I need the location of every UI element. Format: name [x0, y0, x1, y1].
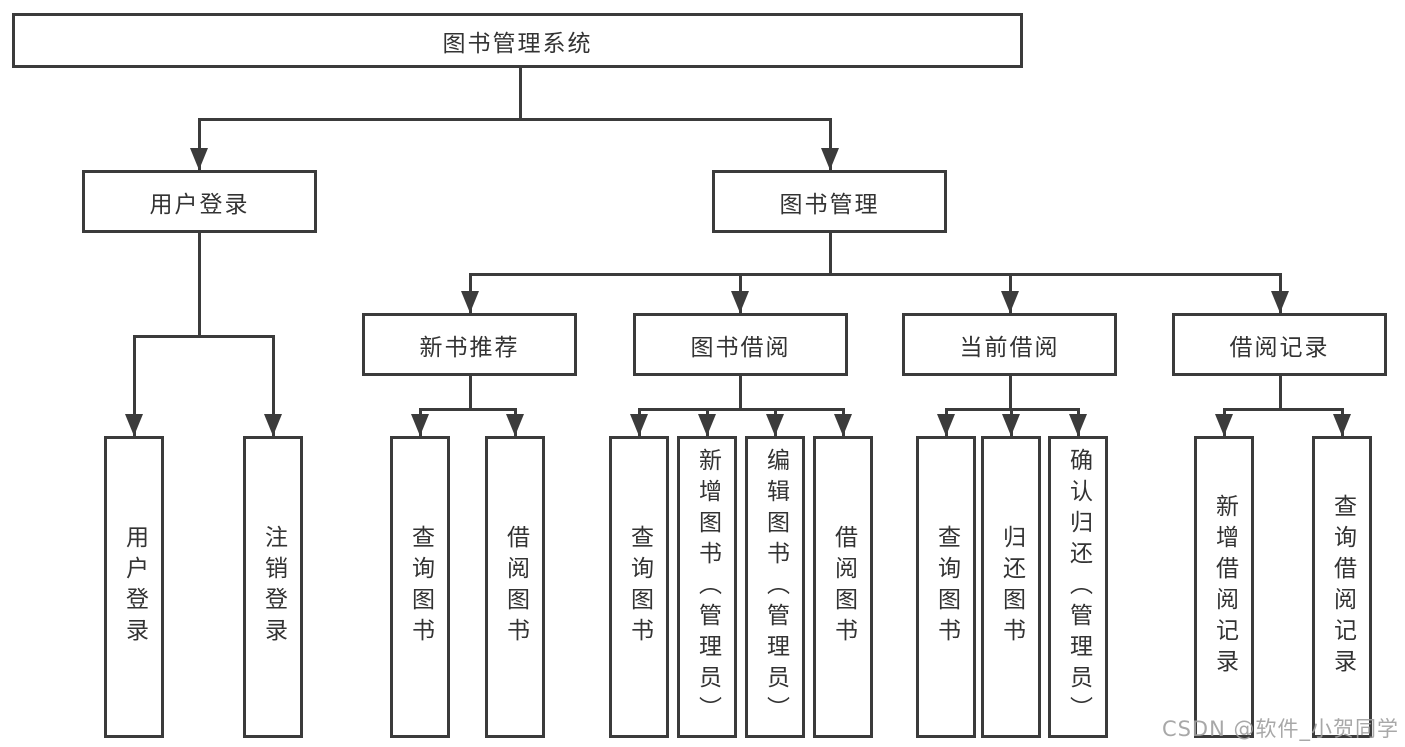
- arrow-down-icon: [698, 414, 716, 436]
- node-leaf-user-login: 用户登录: [104, 436, 164, 738]
- node-leaf-cb-confirm-return-label: 确认归还（管理员）: [1065, 447, 1092, 727]
- connector-nbr-bus: [419, 408, 517, 411]
- node-leaf-bb-query-books: 查询图书: [609, 436, 669, 738]
- node-leaf-br-query-record: 查询借阅记录: [1312, 436, 1372, 738]
- connector-bb-trunk: [739, 376, 742, 410]
- connector-level3-bus: [469, 273, 1282, 276]
- connector-drop-leaf-user-login: [133, 335, 136, 436]
- arrow-down-icon: [264, 414, 282, 436]
- arrow-down-icon: [834, 414, 852, 436]
- node-root: 图书管理系统: [12, 13, 1023, 68]
- connector-root-trunk: [519, 68, 522, 120]
- node-book-management-branch: 图书管理: [712, 170, 947, 233]
- connector-user-login-bus: [133, 335, 275, 338]
- node-book-management-branch-label: 图书管理: [779, 191, 880, 218]
- arrow-down-icon: [506, 414, 524, 436]
- node-leaf-logout: 注销登录: [243, 436, 303, 738]
- node-leaf-bb-borrow-books-label: 借阅图书: [830, 525, 857, 649]
- node-leaf-bb-edit-books: 编辑图书（管理员）: [745, 436, 805, 738]
- node-root-label: 图书管理系统: [442, 30, 593, 57]
- node-leaf-bb-add-books: 新增图书（管理员）: [677, 436, 737, 738]
- connector-br-bus: [1223, 408, 1343, 411]
- node-user-login-branch-label: 用户登录: [149, 191, 250, 218]
- connector-level2-bus: [198, 118, 832, 121]
- node-leaf-cb-query-books: 查询图书: [916, 436, 976, 738]
- arrow-down-icon: [766, 414, 784, 436]
- node-leaf-br-add-record-label: 新增借阅记录: [1211, 494, 1238, 680]
- connector-drop-leaf-logout: [272, 335, 275, 436]
- arrow-down-icon: [125, 414, 143, 436]
- node-leaf-cb-return-books-label: 归还图书: [998, 525, 1025, 649]
- node-leaf-nbr-query-books: 查询图书: [390, 436, 450, 738]
- node-leaf-cb-confirm-return: 确认归还（管理员）: [1048, 436, 1108, 738]
- arrow-down-icon: [731, 291, 749, 313]
- node-leaf-br-query-record-label: 查询借阅记录: [1329, 494, 1356, 680]
- node-leaf-bb-add-books-label: 新增图书（管理员）: [694, 447, 721, 727]
- node-new-book-recommend: 新书推荐: [362, 313, 577, 376]
- arrow-down-icon: [1001, 291, 1019, 313]
- node-user-login-branch: 用户登录: [82, 170, 317, 233]
- connector-cb-trunk: [1009, 376, 1012, 410]
- csdn-watermark: CSDN @软件_小贺同学: [1161, 717, 1399, 741]
- arrow-down-icon: [630, 414, 648, 436]
- node-leaf-cb-return-books: 归还图书: [981, 436, 1041, 738]
- connector-drop-book-management: [829, 118, 832, 170]
- arrow-down-icon: [821, 148, 839, 170]
- connector-br-trunk: [1279, 376, 1282, 410]
- node-borrow-records: 借阅记录: [1172, 313, 1387, 376]
- arrow-down-icon: [1271, 291, 1289, 313]
- arrow-down-icon: [461, 291, 479, 313]
- node-leaf-bb-borrow-books: 借阅图书: [813, 436, 873, 738]
- connector-bb-bus: [638, 408, 845, 411]
- node-leaf-nbr-borrow-books-label: 借阅图书: [502, 525, 529, 649]
- node-new-book-recommend-label: 新书推荐: [419, 334, 520, 361]
- node-book-borrow: 图书借阅: [633, 313, 848, 376]
- node-current-borrow: 当前借阅: [902, 313, 1117, 376]
- arrow-down-icon: [1069, 414, 1087, 436]
- arrow-down-icon: [190, 148, 208, 170]
- connector-user-login-trunk: [198, 233, 201, 337]
- node-leaf-user-login-label: 用户登录: [121, 525, 148, 649]
- node-leaf-cb-query-books-label: 查询图书: [933, 525, 960, 649]
- node-leaf-nbr-query-books-label: 查询图书: [407, 525, 434, 649]
- connector-book-management-trunk: [829, 233, 832, 275]
- connector-nbr-trunk: [469, 376, 472, 410]
- arrow-down-icon: [937, 414, 955, 436]
- node-leaf-bb-query-books-label: 查询图书: [626, 525, 653, 649]
- node-leaf-bb-edit-books-label: 编辑图书（管理员）: [762, 447, 789, 727]
- arrow-down-icon: [411, 414, 429, 436]
- node-leaf-nbr-borrow-books: 借阅图书: [485, 436, 545, 738]
- node-leaf-logout-label: 注销登录: [260, 525, 287, 649]
- node-book-borrow-label: 图书借阅: [690, 334, 791, 361]
- arrow-down-icon: [1002, 414, 1020, 436]
- arrow-down-icon: [1333, 414, 1351, 436]
- connector-drop-user-login: [198, 118, 201, 170]
- arrow-down-icon: [1215, 414, 1233, 436]
- node-leaf-br-add-record: 新增借阅记录: [1194, 436, 1254, 738]
- node-current-borrow-label: 当前借阅: [959, 334, 1060, 361]
- node-borrow-records-label: 借阅记录: [1229, 334, 1330, 361]
